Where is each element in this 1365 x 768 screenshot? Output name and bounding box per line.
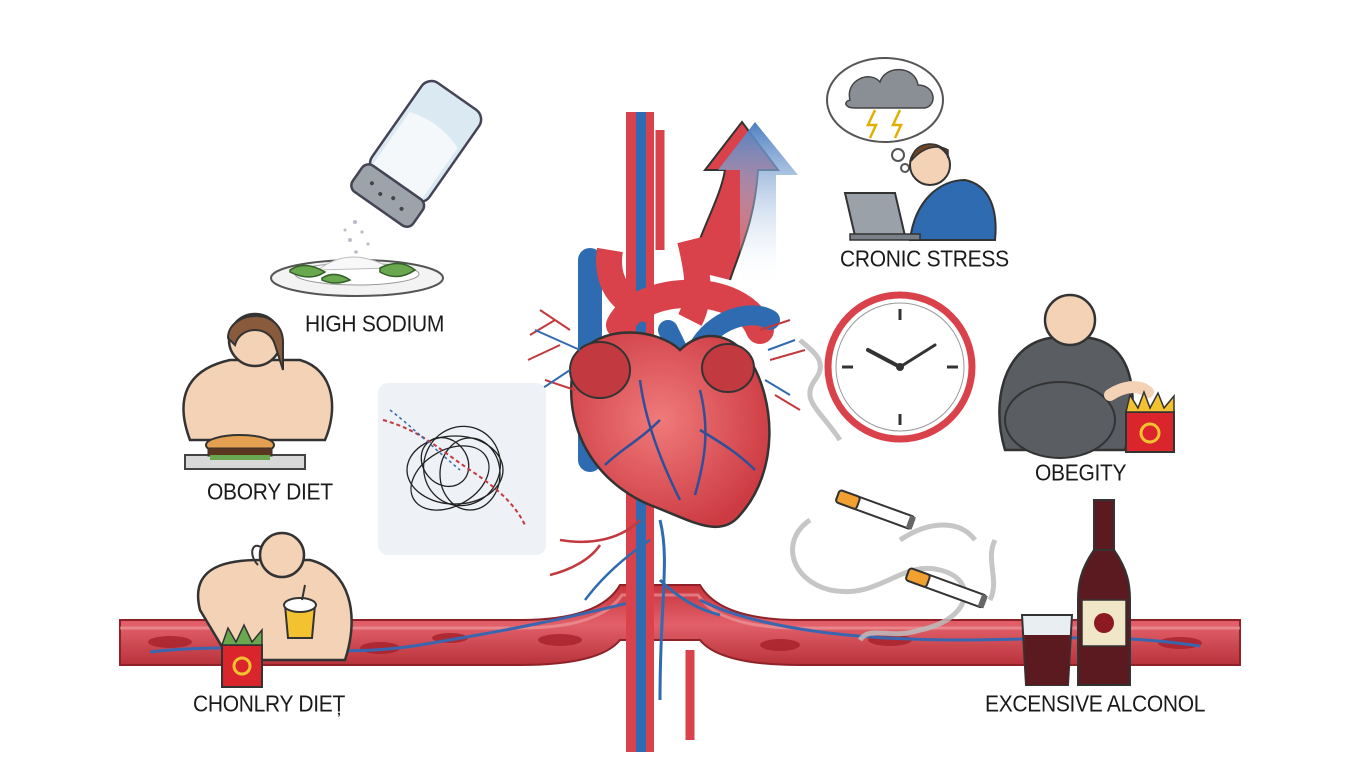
person-snacking-icon	[196, 531, 353, 688]
label-cronic-stress: CRONIC STRESS	[840, 247, 1009, 272]
storm-cloud-icon	[826, 57, 944, 173]
stressed-person-icon	[908, 143, 997, 241]
plate-icon	[270, 256, 444, 297]
wine-bottle-icon	[1077, 499, 1131, 686]
laptop-icon	[843, 192, 921, 241]
glass-icon	[1020, 614, 1074, 686]
upward-arrow-icon	[689, 120, 798, 290]
label-obegity: OBEGITY	[1035, 461, 1127, 486]
heart-icon	[527, 236, 806, 529]
label-chonlry-diet: CHONLRY DIEȚ	[193, 692, 345, 717]
burger-icon	[205, 434, 275, 460]
drink-cup-icon	[283, 584, 317, 639]
label-excessive-alcohol: EXCENSIVE ALCONOL	[985, 692, 1206, 717]
smoke-icon	[790, 338, 998, 642]
tangle-icon	[378, 383, 546, 555]
label-high-sodium: HIGH SODIUM	[305, 312, 445, 337]
obese-person-icon	[998, 293, 1175, 459]
vessel-branches	[549, 519, 721, 701]
fries-icon	[1125, 389, 1175, 453]
clock-icon	[824, 291, 976, 443]
person-eating-icon	[182, 312, 334, 470]
label-obory-diet: OBORY DIET	[207, 480, 333, 505]
cigarette-icon	[835, 489, 988, 609]
salt-shaker-icon	[343, 79, 483, 254]
fries-icon	[220, 623, 263, 688]
